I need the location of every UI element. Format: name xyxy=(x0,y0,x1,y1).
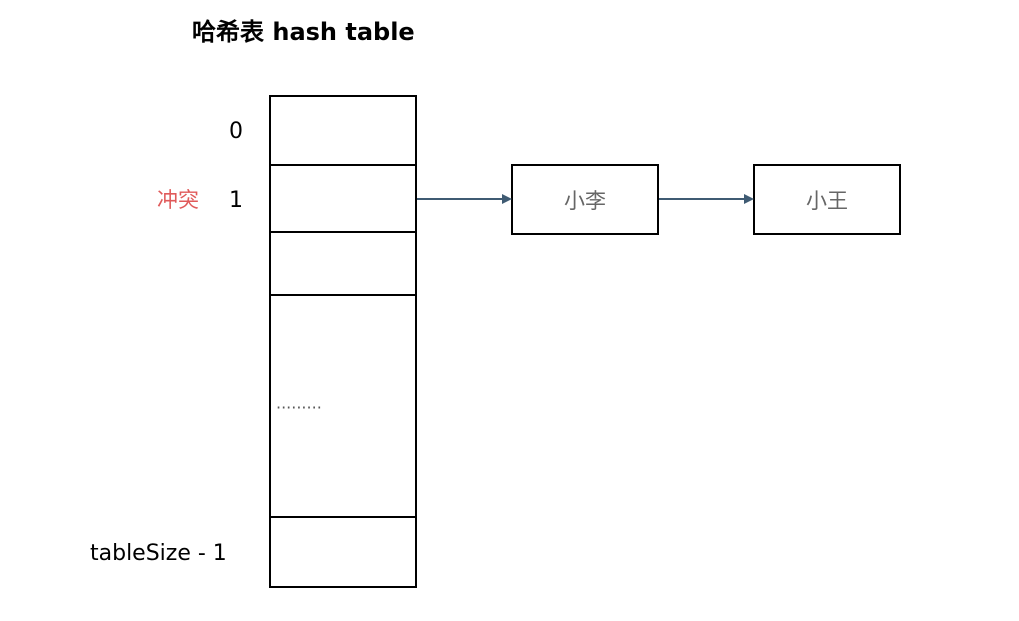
index-label-1: 1 xyxy=(229,188,243,213)
table-slot-middle xyxy=(269,296,417,518)
diagram-title: 哈希表 hash table xyxy=(192,18,415,46)
index-label-last-text: tableSize - 1 xyxy=(90,541,227,566)
index-label-0: 0 xyxy=(229,119,243,144)
hash-table xyxy=(269,95,417,588)
ellipsis-dots: ········· xyxy=(276,398,322,417)
conflict-label: 冲突 xyxy=(157,188,199,212)
chain-node-1: 小李 xyxy=(511,164,659,235)
table-slot-0 xyxy=(269,95,417,166)
table-slot-1 xyxy=(269,164,417,233)
chain-node-2: 小王 xyxy=(753,164,901,235)
table-slot-2 xyxy=(269,233,417,296)
table-slot-last xyxy=(269,518,417,588)
index-label-last: tableSize - 1 xyxy=(90,540,242,568)
